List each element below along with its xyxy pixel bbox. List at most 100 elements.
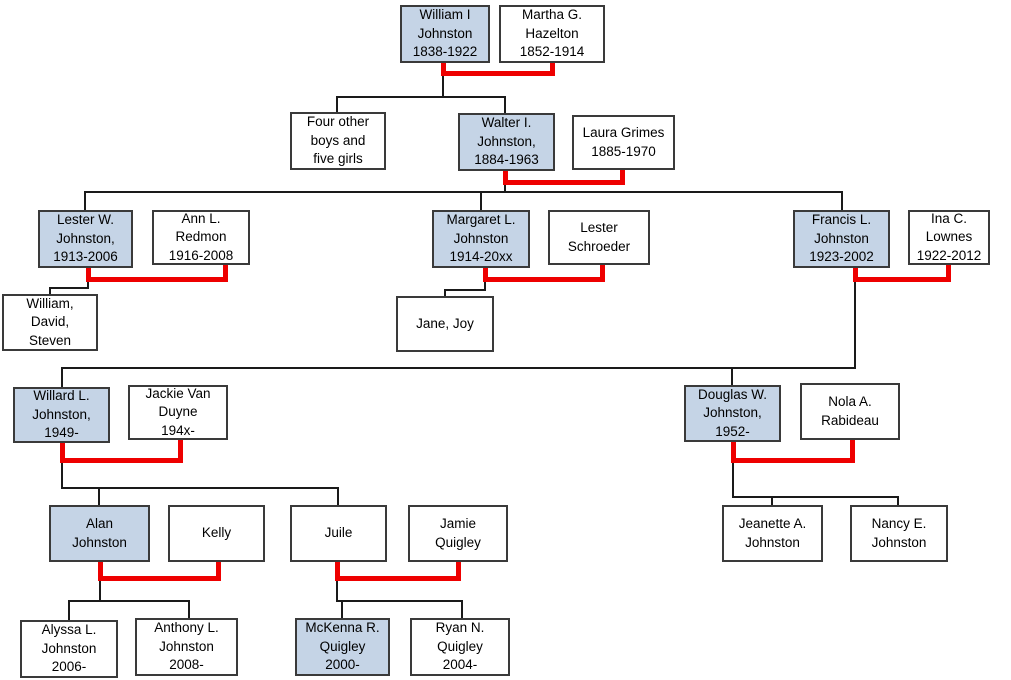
person-text-line: Johnston bbox=[745, 534, 800, 550]
person-text-line: Redmon bbox=[175, 229, 227, 245]
descent-line bbox=[49, 288, 51, 295]
person-text-line: Johnston bbox=[417, 25, 473, 41]
marriage-line bbox=[222, 265, 228, 281]
person-text-line: Johnston, bbox=[477, 133, 536, 149]
person-text-line: 2006- bbox=[51, 659, 87, 675]
marriage-line bbox=[599, 265, 605, 281]
marriage-line bbox=[852, 268, 858, 281]
descent-line bbox=[461, 601, 463, 619]
marriage-line bbox=[334, 575, 461, 581]
tree-node-william-david-steven[interactable]: William,David,Steven bbox=[2, 294, 98, 351]
marriage-line bbox=[482, 268, 488, 281]
person-text-line: William, bbox=[26, 295, 74, 311]
marriage-line bbox=[730, 442, 736, 462]
person-text-line: Jamie bbox=[439, 516, 476, 531]
person-text-line: Schroeder bbox=[567, 238, 631, 254]
person-text-line: Steven bbox=[28, 332, 72, 348]
descent-line bbox=[504, 97, 506, 114]
marriage-line bbox=[619, 170, 625, 184]
person-text-line: Willard L. bbox=[33, 388, 90, 404]
person-text-line: Johnston, bbox=[32, 406, 91, 422]
descent-line bbox=[49, 287, 89, 289]
marriage-line bbox=[440, 70, 555, 76]
person-text-line: 1884-1963 bbox=[474, 152, 539, 168]
descent-line bbox=[480, 192, 482, 211]
tree-node-willard-l-johnston[interactable]: Willard L.Johnston,1949- bbox=[13, 387, 110, 443]
marriage-line bbox=[502, 171, 508, 184]
person-text-line: Ann L. bbox=[181, 210, 221, 226]
descent-line bbox=[732, 462, 734, 498]
person-text-line: Lester W. bbox=[56, 212, 115, 228]
marriage-line bbox=[85, 276, 228, 282]
tree-node-jeanette-a-johnston[interactable]: Jeanette A. Johnston bbox=[722, 505, 823, 562]
descent-line bbox=[336, 96, 506, 98]
person-text-line: Francis L. bbox=[811, 212, 872, 228]
person-text-line: Jane, Joy bbox=[416, 315, 474, 331]
descent-line bbox=[732, 496, 899, 498]
marriage-line bbox=[455, 562, 461, 580]
person-text-line: Nola A. bbox=[828, 394, 872, 409]
descent-line bbox=[61, 487, 339, 489]
tree-node-douglas-w-johnston[interactable]: Douglas W.Johnston,1952- bbox=[684, 385, 781, 442]
descent-line bbox=[68, 601, 70, 621]
person-text-line: Jeanette A. bbox=[738, 516, 807, 531]
descent-line bbox=[99, 580, 101, 602]
person-text-line: Kelly bbox=[201, 525, 232, 541]
marriage-line bbox=[177, 440, 183, 462]
person-text-line: 194x- bbox=[161, 422, 195, 438]
descent-line bbox=[841, 192, 843, 211]
tree-node-kelly[interactable]: Kelly bbox=[168, 505, 265, 562]
tree-node-nola-a-rabideau[interactable]: Nola A.Rabideau bbox=[800, 383, 900, 440]
person-text-line: Quigley bbox=[319, 638, 366, 654]
descent-line bbox=[341, 601, 343, 619]
descent-line bbox=[444, 290, 446, 297]
person-text-line: Lester bbox=[580, 220, 618, 235]
person-text-line: Hazelton bbox=[525, 25, 579, 41]
person-text-line: Jackie Van bbox=[145, 385, 211, 401]
descent-line bbox=[68, 600, 190, 602]
descent-line bbox=[98, 488, 100, 506]
tree-node-lester-w-johnston[interactable]: Lester W.Johnston,1913-2006 bbox=[38, 210, 133, 268]
marriage-line bbox=[215, 562, 221, 580]
person-text-line: Ryan N. bbox=[435, 620, 485, 636]
descent-line bbox=[337, 488, 339, 506]
tree-node-walter-i-johnston[interactable]: Walter I.Johnston,1884-1963 bbox=[458, 113, 555, 171]
descent-line bbox=[61, 367, 856, 369]
person-text-line: 1913-2006 bbox=[53, 249, 118, 265]
descent-line bbox=[61, 368, 63, 388]
marriage-line bbox=[730, 457, 855, 463]
marriage-line bbox=[849, 440, 855, 462]
descent-line bbox=[336, 580, 338, 602]
person-text-line: Juile bbox=[324, 525, 353, 541]
person-text-line: Alyssa L. bbox=[41, 622, 97, 638]
person-text-line: Douglas W. bbox=[697, 386, 768, 402]
marriage-line bbox=[334, 562, 340, 580]
marriage-line bbox=[59, 457, 183, 463]
person-text-line: 1852-1914 bbox=[519, 44, 585, 60]
person-text-line: Quigley bbox=[435, 534, 481, 550]
descent-line bbox=[84, 192, 86, 211]
person-text-line: Johnston bbox=[159, 638, 214, 654]
tree-node-juile[interactable]: Juile bbox=[290, 505, 387, 562]
tree-node-nancy-e-johnston[interactable]: Nancy E.Johnston bbox=[850, 505, 948, 562]
person-text-line: Johnston bbox=[72, 534, 127, 550]
person-text-line: 2008- bbox=[169, 657, 204, 673]
tree-node-jane-joy[interactable]: Jane, Joy bbox=[396, 296, 494, 352]
